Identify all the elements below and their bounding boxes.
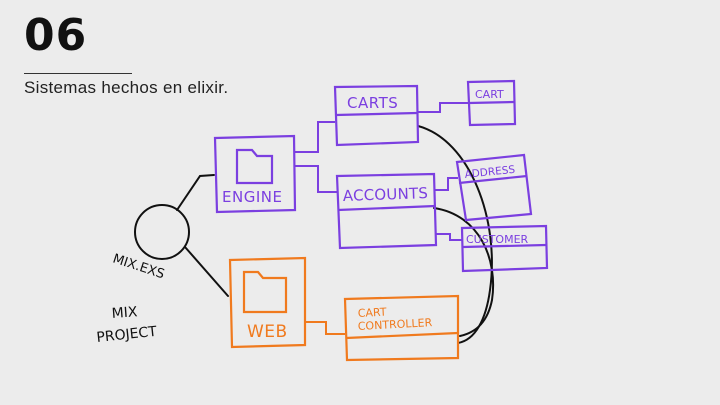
address-box [455,153,533,222]
connector-controller-carts [417,125,493,344]
connector-mix-engine [176,174,215,211]
mix-project-label-line2: PROJECT [96,324,158,346]
accounts-box [335,172,438,250]
cart-controller-label-line2: CONTROLLER [357,316,432,333]
connector-web-controller [305,321,345,335]
cart-label: CART [475,88,504,101]
slide-number: 06 [24,10,88,61]
title-divider [24,73,132,74]
web-label: WEB [247,322,288,342]
engine-label: ENGINE [222,188,282,206]
connector-mix-web [184,246,229,297]
customer-box [460,224,549,273]
cart-controller-box [343,294,460,362]
mix-project-label-line1: MIX [111,304,138,322]
carts-label: CARTS [347,94,398,112]
connector-controller-accounts [433,207,494,337]
cart-controller-label-line1: CART [357,305,387,320]
carts-box [333,84,420,147]
connector-engine-carts [294,121,335,153]
address-label: ADDRESS [464,164,516,181]
connector-carts-cart [418,102,468,113]
connector-accounts-address [434,177,458,191]
connector-engine-accounts [294,165,337,193]
slide-subtitle: Sistemas hechos en elixir. [24,78,229,97]
folder-icon [242,270,288,314]
web-box [228,256,307,349]
accounts-label: ACCOUNTS [343,184,429,205]
cart-box [466,79,517,127]
folder-icon [235,148,274,185]
mix-exs-circle [134,204,190,260]
connector-accounts-customer [436,233,462,241]
customer-label: CUSTOMER [466,233,529,246]
mix-exs-label: MIX.EXS [111,252,166,283]
engine-box [213,134,297,214]
